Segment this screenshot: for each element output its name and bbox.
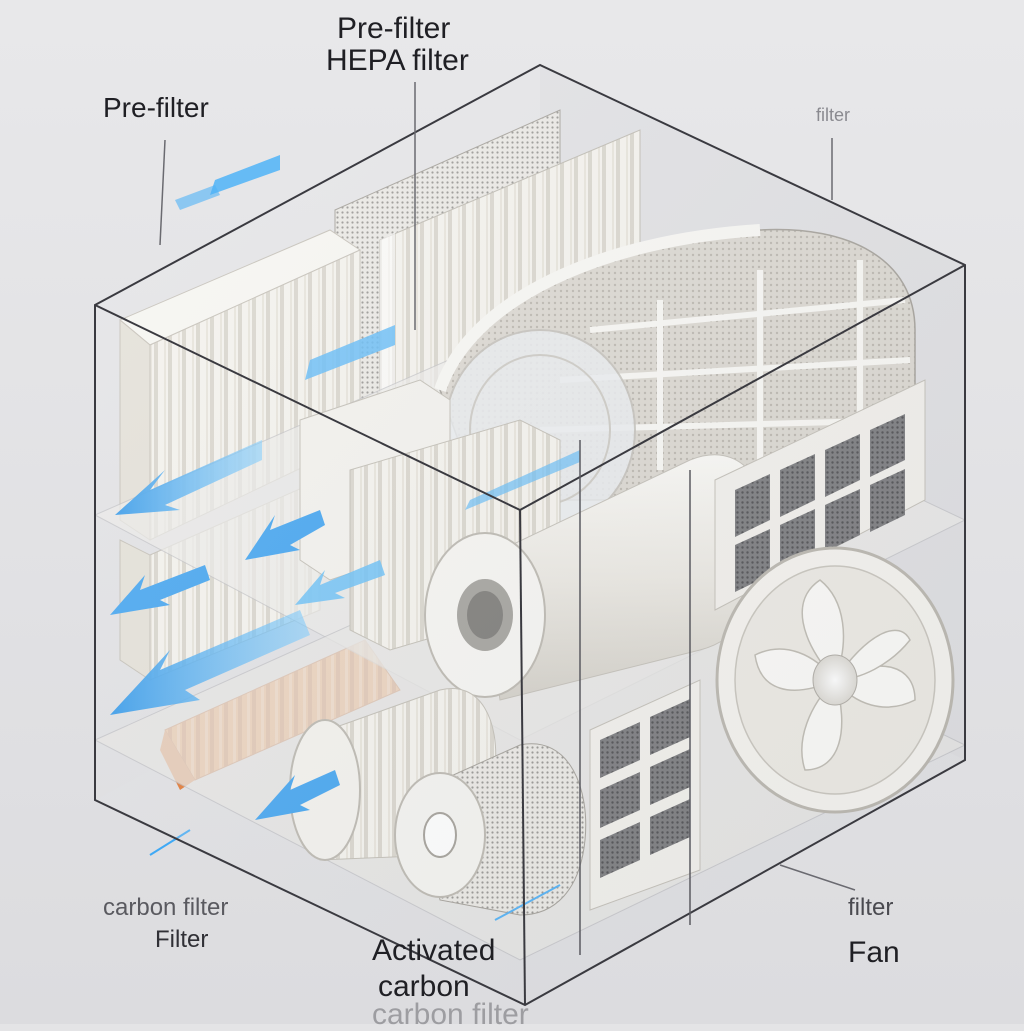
label-carbon-filter: carbon filter <box>103 894 229 921</box>
airflow-arrow-icon <box>175 185 220 210</box>
label-top-hepa: HEPA filter <box>326 44 469 77</box>
label-fan: Fan <box>848 936 900 969</box>
label-top-prefilter: Pre-filter <box>337 12 451 45</box>
glass-enclosure <box>94 63 966 1007</box>
label-right-filter: filter <box>848 894 894 921</box>
label-left-prefilter: Pre-filter <box>103 92 209 123</box>
label-activated: Activated <box>372 934 496 967</box>
label-right-filter-small: filter <box>816 105 851 125</box>
label-leaders <box>159 82 856 891</box>
label-filter-lower: Filter <box>155 926 209 953</box>
airflow-arrow-icon <box>210 155 280 195</box>
label-carbon-filter-bottom: carbon filter <box>372 998 529 1031</box>
label-carbon: carbon <box>378 970 470 1003</box>
